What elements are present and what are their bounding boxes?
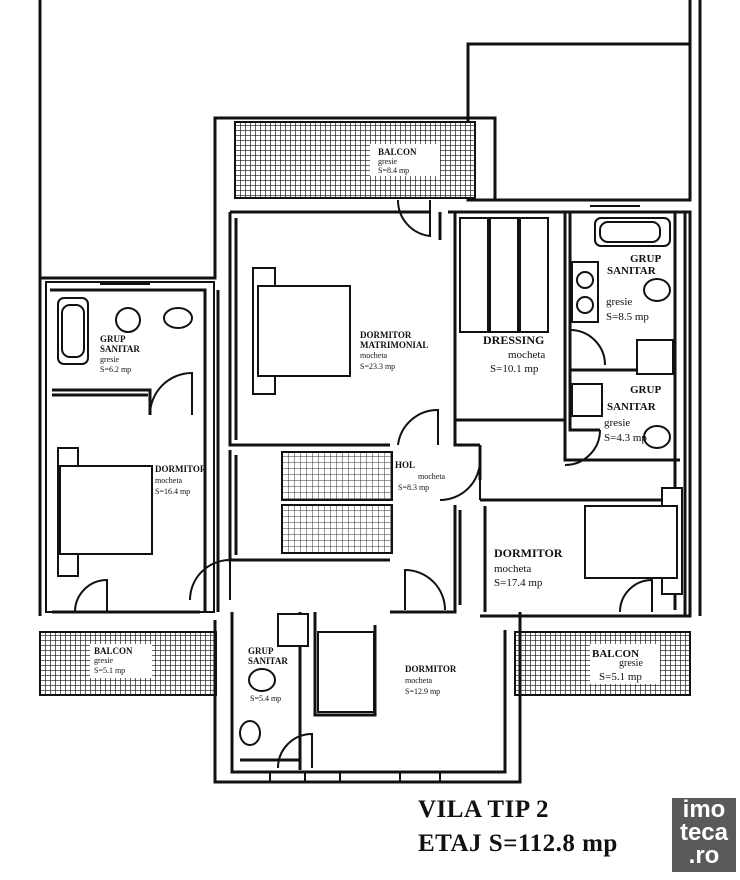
- dormitor-right-material: mocheta: [494, 563, 531, 575]
- hol-name: HOL: [395, 460, 415, 470]
- dormitor-right-name: DORMITOR: [494, 546, 563, 560]
- balcon-right-label-box: [590, 644, 660, 684]
- stairs-upper: [281, 451, 393, 501]
- plan-title-line1: VILA TIP 2: [418, 796, 549, 823]
- dormitor-bottom-name: DORMITOR: [405, 664, 457, 674]
- grup-sanitar-left-name1: GRUP: [100, 334, 126, 344]
- grup-sanitar-mr-material: gresie: [604, 417, 630, 429]
- logo-text-3: .ro: [688, 842, 720, 869]
- grup-sanitar-bottom-name2: SANITAR: [248, 656, 288, 666]
- sanitary-fixtures: [57, 217, 674, 746]
- logo-text-1: imo: [682, 796, 726, 823]
- grup-sanitar-mr-name2: SANITAR: [607, 401, 657, 413]
- walls: [50, 210, 692, 784]
- balcon-top-label-box: [370, 144, 440, 176]
- beds: [57, 267, 683, 713]
- grup-sanitar-left-area: S=6.2 mp: [100, 365, 131, 374]
- grup-sanitar-bottom-name1: GRUP: [248, 646, 274, 656]
- balcon-top-area: S=8.4 mp: [378, 166, 409, 175]
- hol-area: S=8.3 mp: [398, 483, 429, 492]
- balcon-right-name: BALCON: [592, 648, 639, 660]
- labels: BALCON gresie S=8.4 mp DORMITOR MATRIMON…: [94, 147, 661, 703]
- logo-text-2: teca: [679, 819, 729, 846]
- balcon-top-material: gresie: [378, 157, 398, 166]
- hol-material: mocheta: [418, 472, 446, 481]
- grup-sanitar-left-material: gresie: [100, 355, 120, 364]
- dressing-wardrobes: [459, 217, 549, 333]
- plan-title-line2: ETAJ S=112.8 mp: [418, 830, 618, 857]
- grup-sanitar-tr-material: gresie: [606, 296, 632, 308]
- dormitor-matrimonial-area: S=23.3 mp: [360, 362, 395, 371]
- windows: [100, 205, 640, 782]
- balcon-right-area: S=5.1 mp: [599, 671, 642, 683]
- balcon-top-name: BALCON: [378, 147, 417, 157]
- grup-sanitar-tr-name1: GRUP: [630, 253, 661, 265]
- imoteca-logo: imo teca .ro: [672, 798, 736, 872]
- balcon-left-label-box: [90, 644, 152, 678]
- balcon-left-hatch: [39, 631, 217, 696]
- dressing-area: S=10.1 mp: [490, 363, 539, 375]
- door-swings: [74, 199, 653, 769]
- dormitor-matrimonial-material: mocheta: [360, 351, 388, 360]
- dormitor-left-area: S=16.4 mp: [155, 487, 190, 496]
- balcon-left-name: BALCON: [94, 646, 133, 656]
- balcon-right-material: gresie: [619, 658, 643, 669]
- dormitor-matrimonial-name1: DORMITOR: [360, 330, 412, 340]
- stairs-lower: [281, 504, 393, 554]
- dormitor-matrimonial-name2: MATRIMONIAL: [360, 340, 428, 350]
- balcon-left-material: gresie: [94, 656, 114, 665]
- grup-sanitar-tr-area: S=8.5 mp: [606, 311, 649, 323]
- dressing-name: DRESSING: [483, 333, 544, 347]
- grup-sanitar-left-name2: SANITAR: [100, 344, 140, 354]
- dormitor-right-area: S=17.4 mp: [494, 577, 543, 589]
- dressing-material: mocheta: [508, 349, 545, 361]
- grup-sanitar-tr-name2: SANITAR: [607, 265, 657, 277]
- grup-sanitar-mr-name1: GRUP: [630, 384, 661, 396]
- dormitor-left-material: mocheta: [155, 476, 183, 485]
- balcon-left-area: S=5.1 mp: [94, 666, 125, 675]
- grup-sanitar-mr-area: S=4.3 mp: [604, 432, 647, 444]
- dormitor-bottom-material: mocheta: [405, 676, 433, 685]
- dormitor-left-name: DORMITOR: [155, 464, 207, 474]
- dormitor-bottom-area: S=12.9 mp: [405, 687, 440, 696]
- grup-sanitar-bottom-area: S=5.4 mp: [250, 694, 281, 703]
